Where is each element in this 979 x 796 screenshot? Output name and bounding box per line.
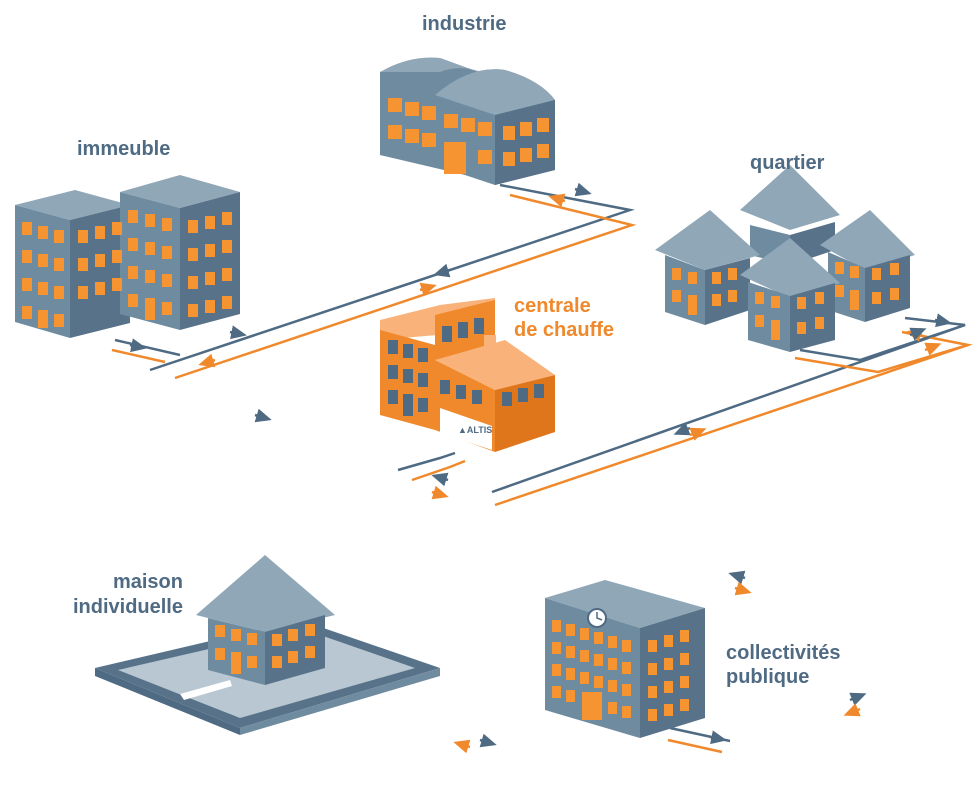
industrie-building — [380, 57, 555, 185]
label-collectivites-line1: collectivités — [726, 642, 841, 664]
label-centrale-line2: de chauffe — [514, 319, 615, 341]
collectivites-publique-building — [545, 580, 705, 738]
label-centrale-line1: centrale — [514, 295, 591, 317]
flow-arrows — [129, 182, 952, 754]
label-maison-line2: individuelle — [72, 596, 183, 618]
return-pipe-main-loop — [149, 183, 635, 372]
quartier-houses — [655, 165, 915, 352]
immeuble-buildings — [15, 175, 240, 338]
return-pipe-quartier — [491, 316, 966, 494]
centrale-de-chauffe-building: ▲ALTIS — [380, 298, 555, 452]
label-quartier: quartier — [750, 152, 825, 174]
label-industrie: industrie — [422, 13, 507, 35]
altis-logo: ▲ALTIS — [458, 425, 492, 435]
supply-pipe-quartier — [494, 330, 973, 507]
label-immeuble: immeuble — [77, 138, 171, 160]
label-maison-line1: maison — [112, 571, 183, 593]
label-collectivites-line2: publique — [726, 666, 810, 688]
maison-individuelle-house — [95, 555, 440, 735]
